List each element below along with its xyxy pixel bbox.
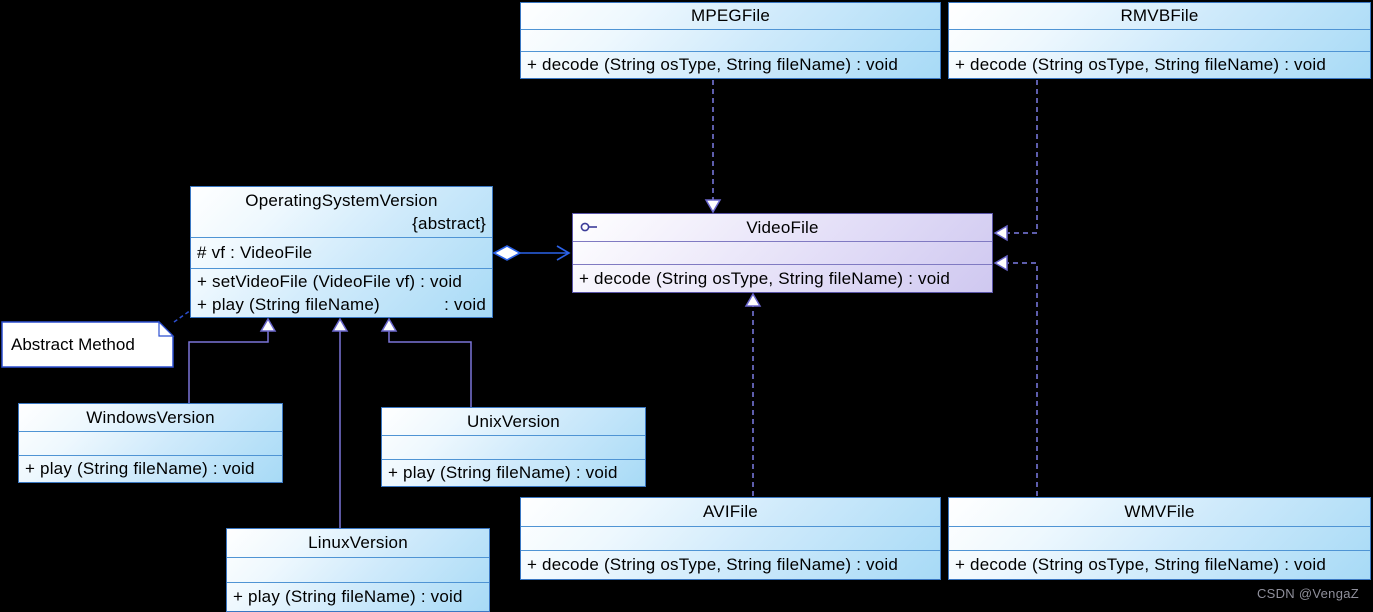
- generalization-windowsversion-osversion[interactable]: [188, 317, 277, 403]
- dependency-mpegfile-videofile[interactable]: [704, 80, 722, 214]
- class-unixversion[interactable]: UnixVersion + play (String fileName) : v…: [381, 407, 646, 487]
- class-name: WMVFile: [1124, 502, 1195, 521]
- class-avifile[interactable]: AVIFile + decode (String osType, String …: [520, 497, 941, 580]
- class-operation: + decode (String osType, String fileName…: [527, 55, 899, 74]
- dependency-wmvfile-videofile[interactable]: [993, 254, 1038, 496]
- class-attributes-empty: [949, 526, 1370, 551]
- operation-text: + play (String fileName): [197, 295, 380, 314]
- class-attributes-empty: [521, 526, 940, 551]
- operation-text: + setVideoFile (VideoFile vf) : void: [197, 272, 463, 291]
- note-abstract-method[interactable]: Abstract Method: [2, 322, 173, 367]
- class-windowsversion[interactable]: WindowsVersion + play (String fileName) …: [18, 403, 283, 483]
- class-name: VideoFile: [746, 217, 819, 237]
- class-rmvbfile[interactable]: RMVBFile + decode (String osType, String…: [948, 2, 1371, 79]
- class-videofile[interactable]: VideoFile + decode (String osType, Strin…: [572, 213, 993, 293]
- class-operation: + play (String fileName) : void: [233, 587, 463, 606]
- class-name: WindowsVersion: [86, 407, 215, 427]
- abstract-stereotype: {abstract}: [412, 214, 486, 233]
- dependency-avifile-videofile[interactable]: [744, 292, 762, 496]
- class-operatingsystemversion[interactable]: OperatingSystemVersion {abstract} # vf :…: [190, 186, 493, 318]
- class-operations: + setVideoFile (VideoFile vf) : void + p…: [191, 269, 492, 317]
- class-wmvfile[interactable]: WMVFile + decode (String osType, String …: [948, 497, 1371, 580]
- class-attributes-empty: [382, 435, 645, 460]
- generalization-unixversion-osversion[interactable]: [380, 317, 472, 407]
- class-operation: + decode (String osType, String fileName…: [527, 555, 899, 574]
- class-operation: + play (String fileName) : void: [388, 463, 618, 482]
- class-name: UnixVersion: [467, 411, 560, 431]
- class-name: AVIFile: [703, 502, 758, 521]
- note-text: Abstract Method: [11, 334, 135, 354]
- class-name: OperatingSystemVersion: [245, 191, 438, 210]
- class-attribute: # vf : VideoFile: [191, 237, 492, 269]
- class-attributes-empty: [521, 29, 940, 52]
- class-name: LinuxVersion: [308, 533, 408, 552]
- class-operation: + decode (String osType, String fileName…: [955, 55, 1327, 74]
- watermark: CSDN @VengaZ: [1256, 586, 1359, 601]
- operation-return-type: : void: [444, 295, 486, 314]
- class-attributes-empty: [19, 431, 282, 456]
- class-linuxversion[interactable]: LinuxVersion + play (String fileName) : …: [226, 528, 490, 612]
- class-attributes-empty: [227, 557, 489, 583]
- note-anchor-link[interactable]: [173, 309, 192, 323]
- class-header: OperatingSystemVersion {abstract}: [191, 187, 492, 237]
- class-name: RMVBFile: [1120, 6, 1199, 25]
- aggregation-osversion-videofile[interactable]: [492, 245, 571, 261]
- class-name: MPEGFile: [690, 6, 771, 25]
- class-attributes-empty: [573, 241, 992, 265]
- operation-setvideofile: + setVideoFile (VideoFile vf) : void: [197, 270, 486, 293]
- operation-play: + play (String fileName) : void: [197, 293, 486, 316]
- interface-lollipop-icon: [580, 221, 600, 233]
- dependency-rmvbfile-videofile[interactable]: [993, 80, 1038, 242]
- class-operation: + play (String fileName) : void: [25, 459, 255, 478]
- class-attributes-empty: [949, 29, 1370, 52]
- class-operation: + decode (String osType, String fileName…: [955, 555, 1327, 574]
- class-mpegfile[interactable]: MPEGFile + decode (String osType, String…: [520, 2, 941, 79]
- class-operation: + decode (String osType, String fileName…: [579, 268, 951, 288]
- generalization-linuxversion-osversion[interactable]: [331, 317, 349, 528]
